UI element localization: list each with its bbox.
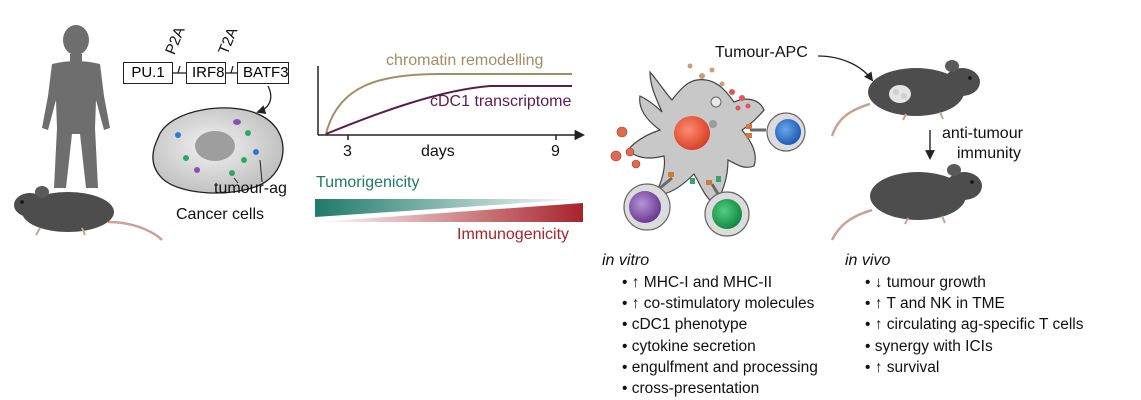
chromatin-label: chromatin remodelling <box>386 52 544 69</box>
mouse-icon <box>14 186 163 241</box>
in-vitro-title: in vitro <box>602 252 650 269</box>
construct-gene-batf3: BATF3 <box>237 62 289 84</box>
list-item: ↑ MHC-I and MHC-II <box>622 272 818 293</box>
tumorigenicity-label: Tumorigenicity <box>316 174 420 191</box>
list-item: synergy with ICIs <box>865 336 1084 357</box>
tumour-ag-label: tumour-ag <box>214 180 287 197</box>
list-item: engulfment and processing <box>622 357 818 378</box>
days-label: days <box>421 143 455 160</box>
construct-gene-irf8: IRF8 <box>186 62 226 84</box>
tick-3-label: 3 <box>343 143 352 160</box>
immunogenicity-wedge <box>315 203 583 222</box>
construct-gene-pu1: PU.1 <box>123 62 173 84</box>
apc-to-mouse-arrow <box>817 55 874 82</box>
immunogenicity-label: Immunogenicity <box>457 226 570 243</box>
transcriptome-label: cDC1 transcriptome <box>430 93 572 110</box>
transcriptome-curve <box>325 85 572 135</box>
time-plot-axes <box>317 66 586 141</box>
tick-9-label: 9 <box>551 143 560 160</box>
anti-tumour-label: anti-tumour <box>942 125 1023 142</box>
tumour-apc-icon <box>610 63 806 237</box>
in-vivo-title: in vivo <box>845 252 891 269</box>
construct-connectors <box>172 65 238 74</box>
chromatin-curve <box>325 73 572 135</box>
tumorigenicity-wedge <box>315 199 583 217</box>
in-vivo-list: ↓ tumour growth ↑ T and NK in TME ↑ circ… <box>865 272 1084 378</box>
transduction-arrow <box>256 85 272 115</box>
tumour-apc-label: Tumour-APC <box>715 44 808 61</box>
list-item: ↑ co-stimulatory molecules <box>622 293 818 314</box>
human-silhouette-icon <box>42 25 110 188</box>
cancer-cell-icon <box>152 107 284 194</box>
list-item: ↑ survival <box>865 357 1084 378</box>
immunity-label: immunity <box>957 145 1022 162</box>
list-item: ↑ circulating ag-specific T cells <box>865 314 1084 335</box>
list-item: cDC1 phenotype <box>622 314 818 335</box>
list-item: ↓ tumour growth <box>865 272 1084 293</box>
cancer-cells-label: Cancer cells <box>176 206 265 223</box>
list-item: cross-presentation <box>622 378 818 399</box>
list-item: ↑ T and NK in TME <box>865 293 1084 314</box>
list-item: cytokine secretion <box>622 336 818 357</box>
mouse-with-tumour-icon <box>830 60 980 137</box>
in-vitro-list: ↑ MHC-I and MHC-II ↑ co-stimulatory mole… <box>622 272 818 399</box>
healthy-mouse-icon <box>830 164 982 241</box>
